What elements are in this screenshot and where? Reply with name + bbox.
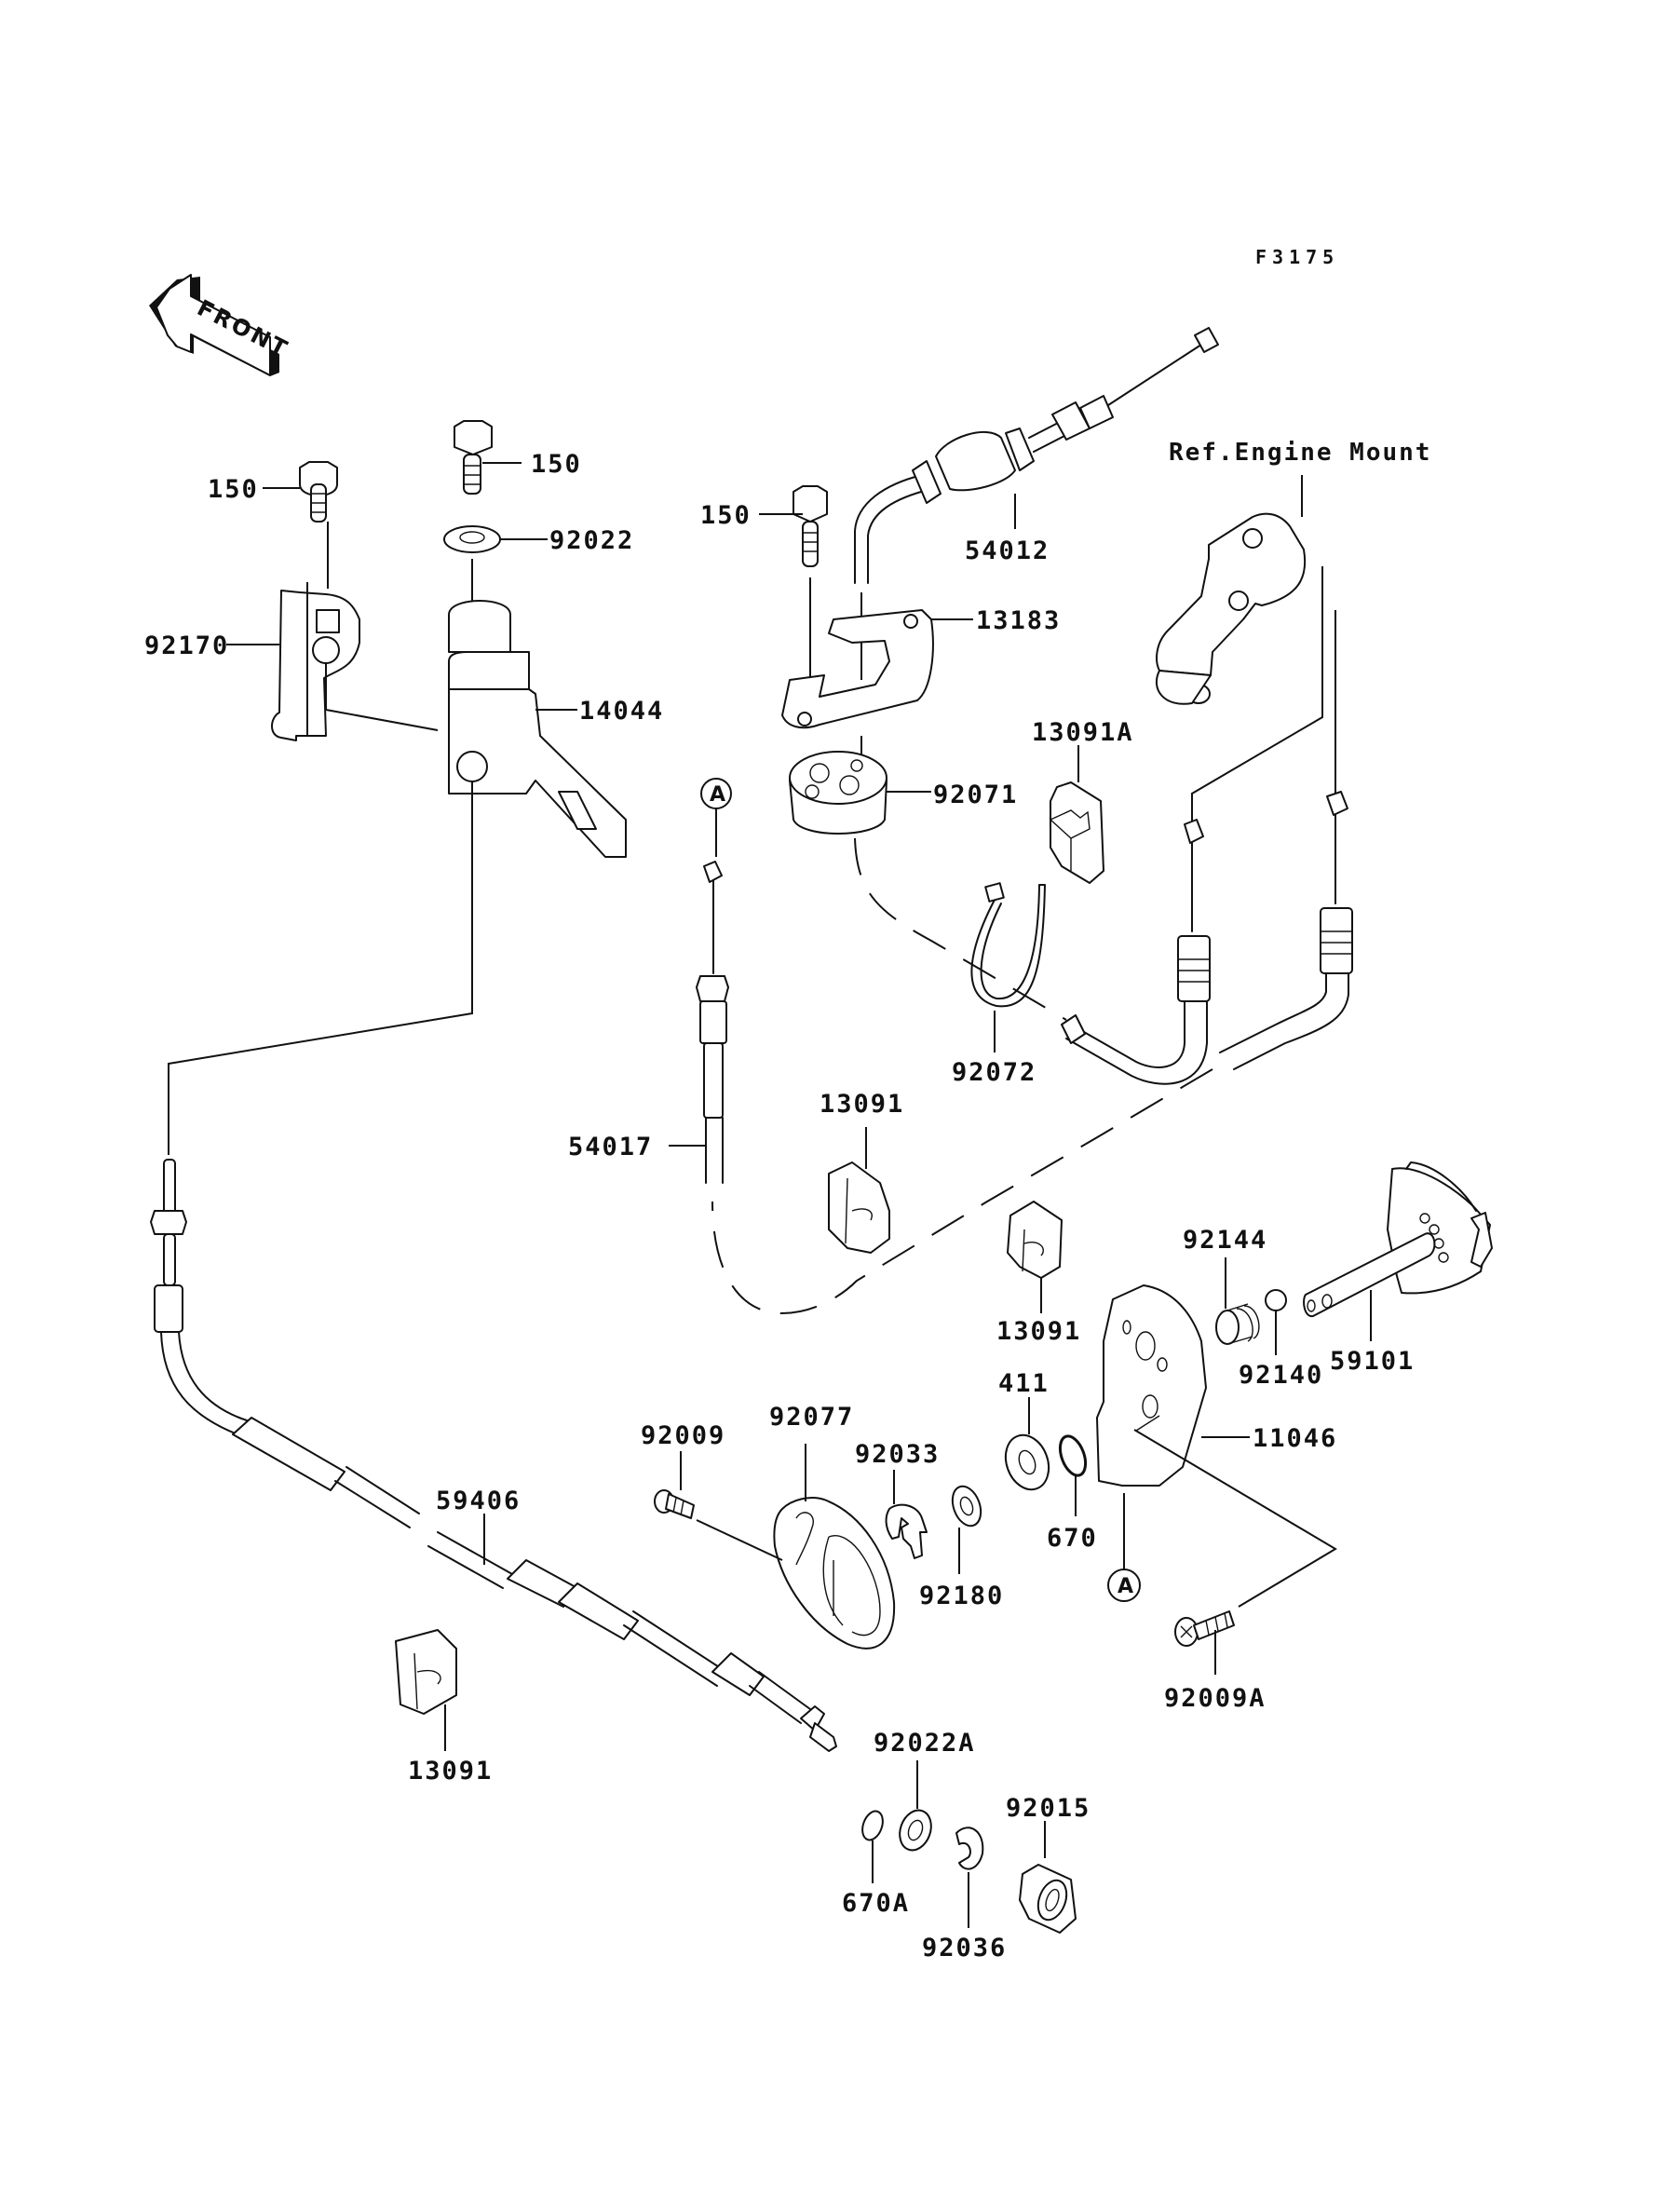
part-13091-upper	[828, 1161, 890, 1254]
part-92009A	[1174, 1610, 1235, 1647]
part-670	[1058, 1434, 1088, 1477]
part-11046	[1096, 1284, 1207, 1487]
callout-59406: 59406	[436, 1487, 521, 1515]
figure-code: F3175	[1255, 246, 1339, 268]
part-54012	[854, 327, 1219, 584]
callout-92072: 92072	[952, 1058, 1036, 1087]
callout-92144: 92144	[1183, 1226, 1267, 1255]
ref-marker-a-lower-label: A	[1118, 1575, 1133, 1598]
callout-92022A: 92022A	[874, 1729, 976, 1758]
callout-11046: 11046	[1253, 1424, 1337, 1453]
callout-411: 411	[998, 1369, 1050, 1398]
cable-end-right-2	[1219, 791, 1353, 1070]
bolt-150-left	[299, 461, 338, 523]
callout-92009A: 92009A	[1164, 1684, 1267, 1713]
part-670A	[861, 1810, 884, 1841]
part-14044	[448, 600, 627, 858]
part-92036	[955, 1827, 984, 1870]
callout-670A: 670A	[842, 1889, 910, 1918]
callout-54012: 54012	[965, 536, 1050, 565]
part-13091-lower	[395, 1629, 457, 1715]
callout-13183: 13183	[976, 606, 1061, 635]
callout-92022: 92022	[549, 526, 634, 555]
part-13091-mid	[1007, 1201, 1063, 1279]
callout-670: 670	[1047, 1524, 1098, 1553]
callout-92036: 92036	[922, 1934, 1007, 1962]
part-54017	[696, 861, 729, 1184]
part-411	[1004, 1433, 1050, 1491]
front-arrow-icon: FRONT	[149, 274, 293, 376]
part-92022	[443, 525, 501, 553]
callout-92180: 92180	[919, 1582, 1004, 1610]
callout-150-right: 150	[700, 501, 752, 530]
ref-marker-a-upper-label: A	[710, 783, 725, 807]
part-92072	[970, 884, 1046, 1008]
part-92140	[1265, 1289, 1287, 1311]
callout-13091-upper: 13091	[820, 1090, 904, 1119]
callout-92033: 92033	[855, 1440, 940, 1469]
callout-54017: 54017	[568, 1133, 653, 1161]
part-92015	[1019, 1864, 1077, 1934]
callout-92077: 92077	[769, 1403, 854, 1432]
part-92077	[773, 1497, 896, 1650]
callout-13091-lower: 13091	[408, 1757, 493, 1786]
part-13091A	[1049, 781, 1104, 884]
callout-92071: 92071	[933, 781, 1018, 809]
part-59406	[150, 1159, 837, 1752]
part-92009	[654, 1489, 695, 1519]
engine-mount-ref	[1155, 512, 1307, 705]
part-59101	[1303, 1161, 1493, 1318]
reference-note: Ref.Engine Mount	[1169, 439, 1431, 467]
part-13183	[781, 609, 934, 729]
part-92180	[951, 1485, 982, 1528]
callout-13091-mid: 13091	[996, 1317, 1081, 1346]
callout-13091A: 13091A	[1032, 718, 1134, 747]
callout-92009: 92009	[641, 1421, 725, 1450]
callout-150-mid: 150	[531, 450, 582, 479]
part-92022A	[899, 1809, 932, 1852]
part-92033	[885, 1503, 928, 1559]
callout-92015: 92015	[1006, 1794, 1091, 1823]
ref-marker-a-lower	[1107, 1569, 1141, 1602]
callout-92140: 92140	[1239, 1361, 1323, 1390]
bolt-150-mid	[454, 420, 493, 495]
cable-end-right-1	[1061, 819, 1211, 1085]
callout-150-left: 150	[208, 475, 259, 504]
callout-92170: 92170	[144, 631, 229, 660]
callout-14044: 14044	[579, 697, 664, 726]
part-92071	[789, 751, 887, 835]
bolt-150-right	[793, 485, 828, 567]
callout-59101: 59101	[1330, 1347, 1415, 1376]
part-92144	[1215, 1303, 1260, 1345]
